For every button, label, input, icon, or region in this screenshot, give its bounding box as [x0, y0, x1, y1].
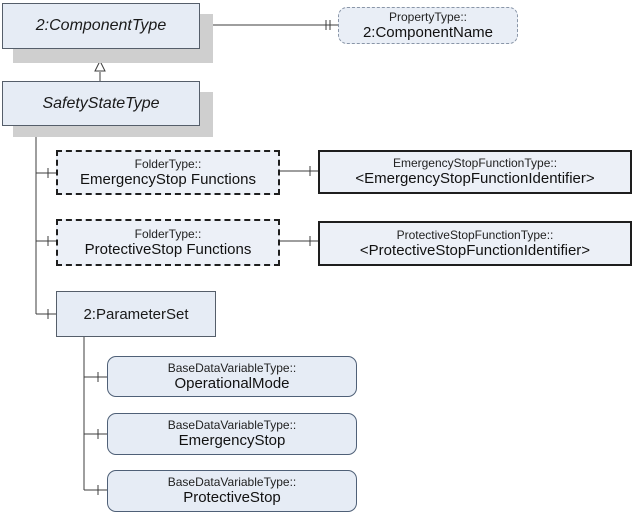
- emergency-folder-node[interactable]: FolderType:: EmergencyStop Functions: [56, 150, 280, 195]
- emergency-function-name: <EmergencyStopFunctionIdentifier>: [355, 170, 595, 187]
- operational-mode-type: BaseDataVariableType::: [167, 360, 297, 375]
- component-type-label: 2:ComponentType: [35, 17, 167, 34]
- emergency-function-type: EmergencyStopFunctionType::: [392, 156, 558, 170]
- emergency-function-node[interactable]: EmergencyStopFunctionType:: <EmergencySt…: [318, 150, 632, 194]
- protective-function-name: <ProtectiveStopFunctionIdentifier>: [359, 241, 591, 259]
- protective-stop-type: BaseDataVariableType::: [167, 475, 297, 489]
- protective-function-node[interactable]: ProtectiveStopFunctionType:: <Protective…: [318, 221, 632, 266]
- protective-folder-name: ProtectiveStop Functions: [84, 240, 252, 258]
- emergency-stop-node[interactable]: BaseDataVariableType:: EmergencyStop: [107, 413, 357, 455]
- protective-stop-name: ProtectiveStop: [183, 489, 281, 506]
- inheritance-arrow-2: [94, 59, 106, 72]
- protective-folder-type: FolderType::: [134, 226, 202, 241]
- safety-state-type-label: SafetyStateType: [42, 94, 160, 112]
- protective-folder-node[interactable]: FolderType:: ProtectiveStop Functions: [56, 219, 280, 266]
- component-type-node[interactable]: 2:ComponentType: [2, 3, 200, 49]
- operational-mode-name: OperationalMode: [174, 374, 290, 392]
- emergency-stop-type: BaseDataVariableType::: [167, 418, 297, 432]
- parameter-set-label: 2:ParameterSet: [83, 305, 189, 323]
- emergency-folder-type: FolderType::: [134, 156, 202, 171]
- protective-function-type: ProtectiveStopFunctionType::: [396, 227, 554, 242]
- operational-mode-node[interactable]: BaseDataVariableType:: OperationalMode: [107, 356, 357, 397]
- safety-state-type-node[interactable]: SafetyStateType: [2, 81, 200, 126]
- emergency-folder-name: EmergencyStop Functions: [80, 170, 256, 188]
- component-name-type: PropertyType::: [388, 9, 468, 24]
- component-name-name: 2:ComponentName: [362, 23, 494, 41]
- component-name-node[interactable]: PropertyType:: 2:ComponentName: [338, 7, 518, 44]
- protective-stop-node[interactable]: BaseDataVariableType:: ProtectiveStop: [107, 470, 357, 512]
- parameter-set-node[interactable]: 2:ParameterSet: [56, 291, 216, 337]
- emergency-stop-name: EmergencyStop: [178, 432, 286, 449]
